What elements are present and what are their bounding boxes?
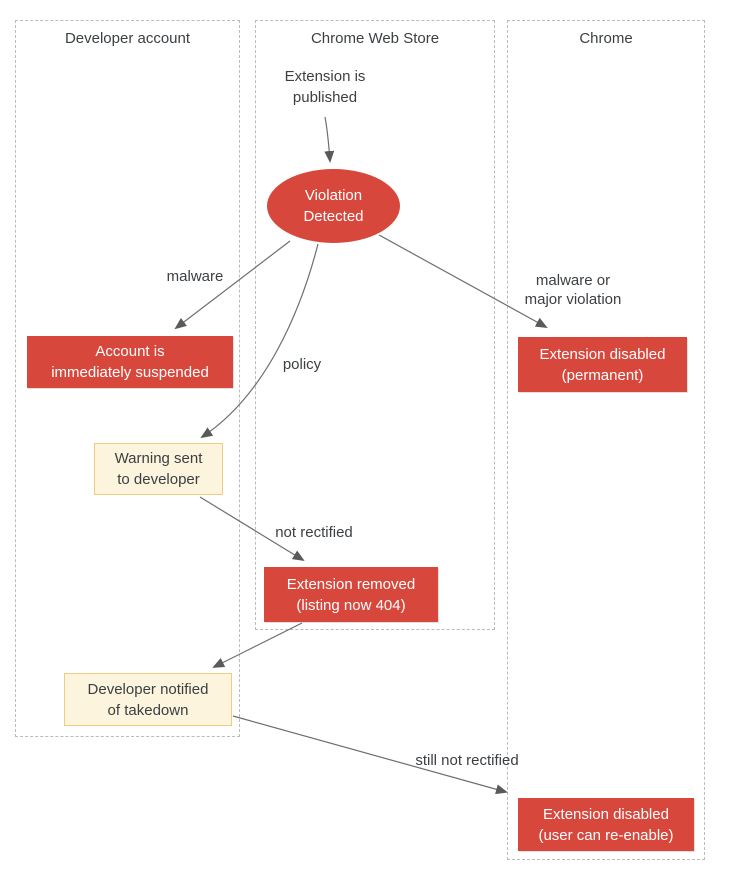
lane-developer-account-title: Developer account — [64, 30, 191, 47]
lane-chrome-web-store-title: Chrome Web Store — [310, 30, 440, 47]
node-extension-disabled-permanent: Extension disabled (permanent) — [518, 337, 687, 392]
edge-label-malware: malware — [166, 268, 224, 285]
edge-label-malware-or-major-violation: malware or major violation — [524, 272, 622, 308]
edge-label-policy: policy — [282, 356, 322, 373]
node-account-suspended: Account is immediately suspended — [27, 336, 233, 388]
node-warning-sent: Warning sent to developer — [94, 443, 223, 495]
lane-chrome: Chrome — [507, 20, 705, 860]
edge-label-still-not-rectified: still not rectified — [415, 752, 519, 769]
lane-chrome-title: Chrome — [579, 30, 633, 47]
node-extension-disabled-reenable: Extension disabled (user can re-enable) — [518, 798, 694, 851]
node-extension-published: Extension is published — [284, 68, 366, 106]
node-extension-removed: Extension removed (listing now 404) — [264, 567, 438, 622]
edge-label-not-rectified: not rectified — [275, 524, 353, 541]
node-developer-notified: Developer notified of takedown — [64, 673, 232, 726]
node-violation-detected: Violation Detected — [267, 169, 400, 243]
